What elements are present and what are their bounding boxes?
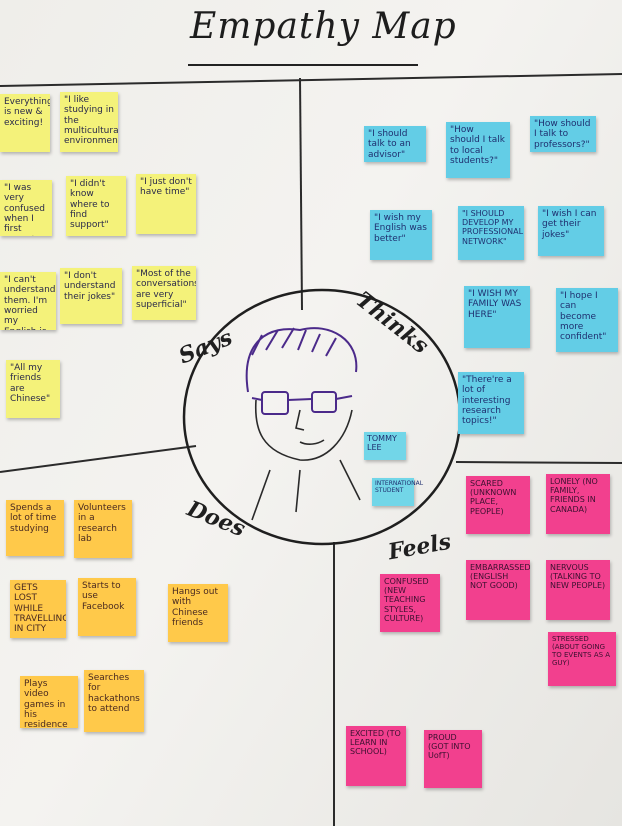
sticky-note: "I wish my English was better": [370, 210, 432, 260]
sticky-note: "Most of the conversations are very supe…: [132, 266, 196, 320]
sticky-note: SCARED (UNKNOWN PLACE, PEOPLE): [466, 476, 530, 534]
sticky-note: "I SHOULD DEVELOP MY PROFESSIONAL NETWOR…: [458, 206, 524, 260]
persona-face-drawing: [245, 327, 358, 415]
sticky-note: "I can't understand them. I'm worried my…: [0, 272, 56, 330]
sticky-note: Volunteers in a research lab: [74, 500, 132, 558]
sticky-note: LONELY (NO FAMILY, FRIENDS IN CANADA): [546, 474, 610, 534]
sticky-note: "I don't understand their jokes": [60, 268, 122, 324]
sticky-note: "I hope I can become more confident": [556, 288, 618, 352]
sticky-note: NERVOUS (TALKING TO NEW PEOPLE): [546, 560, 610, 620]
sticky-note: "There're a lot of interesting research …: [458, 372, 524, 434]
sticky-note: "I was very confused when I first came t…: [0, 180, 52, 236]
sticky-note: Starts to use Facebook: [78, 578, 136, 636]
sticky-note: Plays video games in his residence: [20, 676, 78, 728]
sticky-note: "I should talk to an advisor": [364, 126, 426, 162]
sticky-note: PROUD (GOT INTO UofT): [424, 730, 482, 788]
sticky-note: "How should I talk to professors?": [530, 116, 596, 152]
sticky-note: "I like studying in the multicultural en…: [60, 92, 118, 152]
page-title: Empathy Map: [190, 6, 457, 47]
persona-role: INTERNATIONAL STUDENT: [372, 478, 423, 506]
sticky-note: Everything is new & exciting!: [0, 94, 50, 152]
sticky-note: "How should I talk to local students?": [446, 122, 510, 178]
sticky-note: EXCITED (TO LEARN IN SCHOOL): [346, 726, 406, 786]
sticky-note: Searches for hackathons to attend: [84, 670, 144, 732]
sticky-note: EMBARRASSED (ENGLISH NOT GOOD): [466, 560, 530, 620]
sticky-note: Hangs out with Chinese friends: [168, 584, 228, 642]
sticky-note: "I just don't have time": [136, 174, 196, 234]
sticky-note: "I WISH MY FAMILY WAS HERE": [464, 286, 530, 348]
sticky-note: Spends a lot of time studying: [6, 500, 64, 556]
sticky-note: CONFUSED (NEW TEACHING STYLES, CULTURE): [380, 574, 440, 632]
sticky-note: "I wish I can get their jokes": [538, 206, 604, 256]
sticky-note: "All my friends are Chinese": [6, 360, 60, 418]
sticky-note: GETS LOST WHILE TRAVELLING IN CITY: [10, 580, 66, 638]
persona-name: TOMMY LEE: [364, 432, 406, 460]
sticky-note: "I didn't know where to find support": [66, 176, 126, 236]
title-underline: [188, 64, 418, 66]
sticky-note: STRESSED (ABOUT GOING TO EVENTS AS A GUY…: [548, 632, 616, 686]
